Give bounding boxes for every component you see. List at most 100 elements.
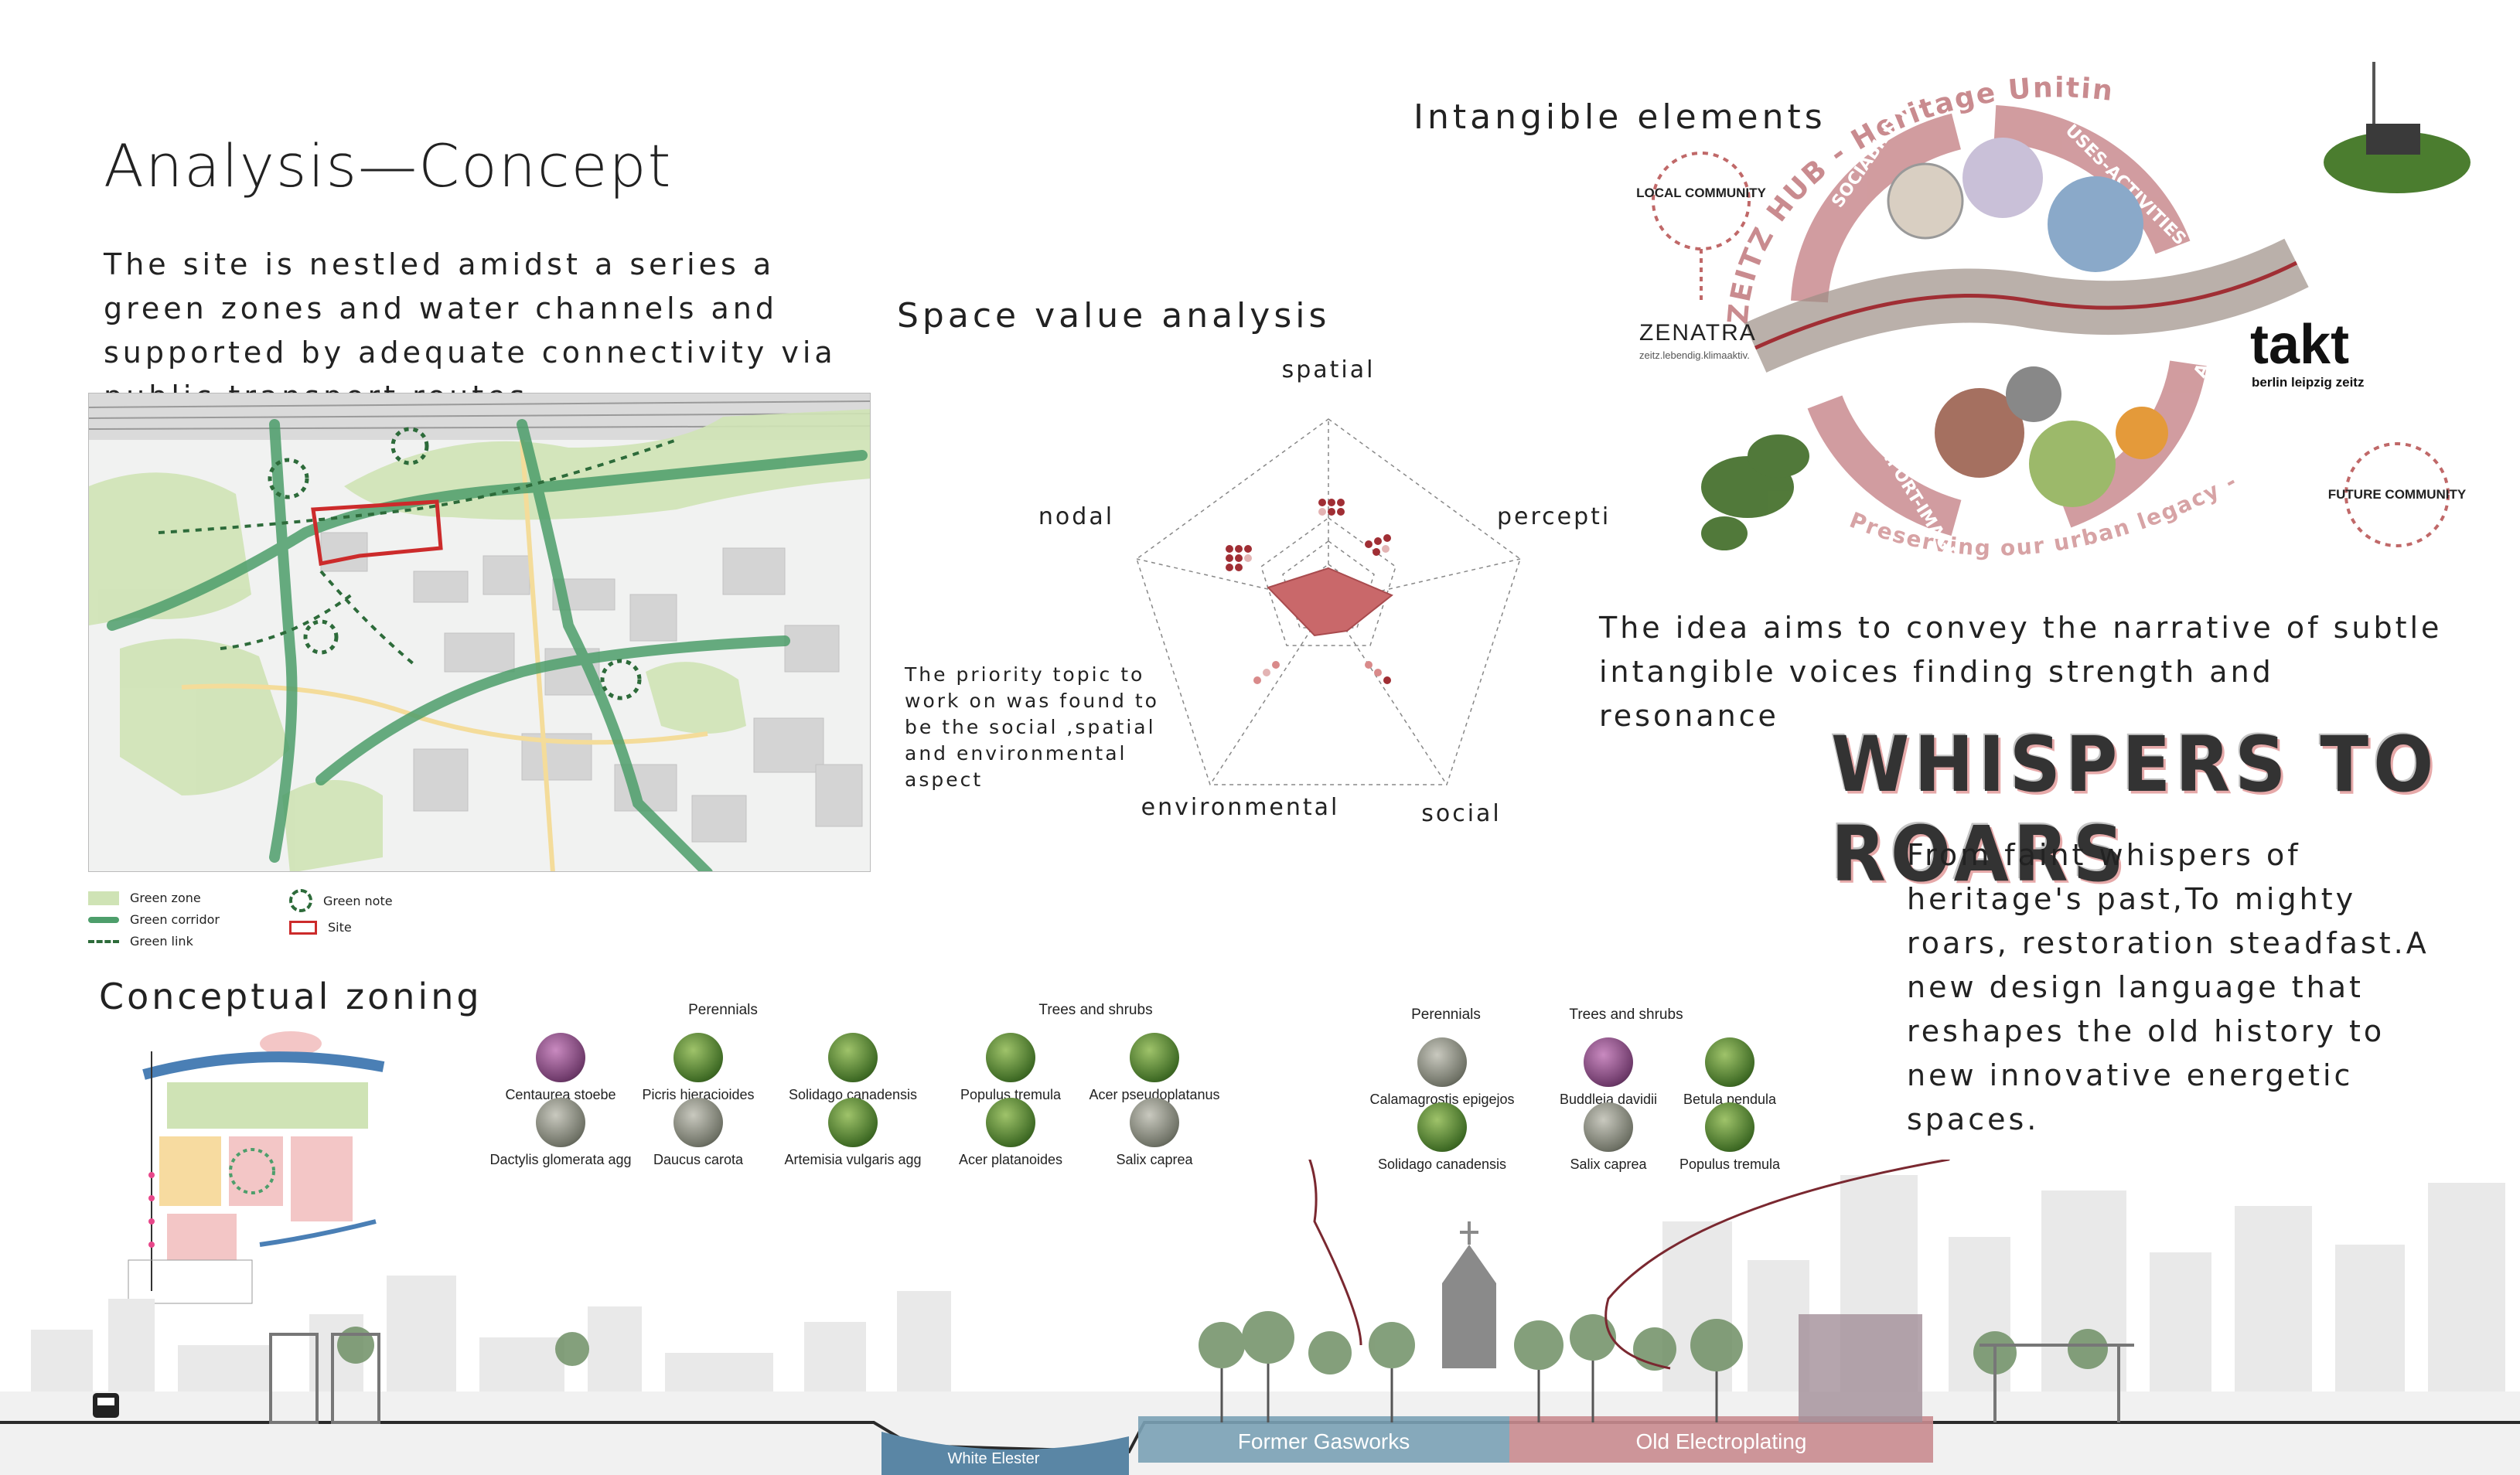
intangible-title: Intangible elements <box>1413 97 1826 137</box>
plant-name: Salix caprea <box>1570 1156 1647 1172</box>
zone-electroplating-label: Old Electroplating <box>1635 1429 1806 1453</box>
plant-photo-icon <box>1584 1037 1633 1087</box>
legend-label: Green zone <box>130 891 201 905</box>
plant-photo-icon <box>1584 1102 1633 1152</box>
poem-paragraph: From faint whispers of heritage's past,T… <box>1907 838 2430 1136</box>
floating-island-icon <box>2324 62 2471 193</box>
plant-item: Acer pseudoplatanus <box>1073 1033 1236 1103</box>
axis-social: social <box>1421 800 1502 827</box>
map-legend: Green zone Green corridor Green link Gre… <box>88 889 506 959</box>
zenatra-logo: ZENATRA <box>1639 320 1757 346</box>
axis-nodal: nodal <box>1038 503 1114 530</box>
local-community-badge: LOCAL COMMUNITY <box>1636 186 1766 200</box>
intro-paragraph: The site is nestled amidst a series a gr… <box>104 247 837 414</box>
zoning-drawing <box>128 1031 385 1304</box>
plant-name: Acer platanoides <box>958 1152 1063 1167</box>
plant-palette-left: Perennials Trees and shrubs Centaurea st… <box>479 1002 1253 1172</box>
link-swatch <box>88 939 119 943</box>
legend-green-note: Green note <box>289 889 393 912</box>
plant-name: Solidago canadensis <box>788 1087 918 1102</box>
site-section: White Elester Former Gasworks Old Electr… <box>0 1065 2520 1475</box>
perennials-label: Perennials <box>688 1002 758 1018</box>
plant-photo-icon <box>986 1033 1035 1082</box>
green-zone-swatch <box>88 891 119 905</box>
plant-item: Populus tremula <box>929 1033 1092 1103</box>
plant-item: Betula pendula <box>1649 1037 1811 1108</box>
plant-name: Centaurea stoebe <box>505 1087 616 1102</box>
tram-icon <box>93 1393 119 1418</box>
legend-green-link: Green link <box>88 934 193 949</box>
page-title: Analysis—Concept <box>104 131 673 200</box>
plant-photo-icon <box>986 1098 1035 1147</box>
plant-item: Acer platanoides <box>929 1098 1092 1168</box>
legend-label: Site <box>328 920 352 935</box>
plant-photo-icon <box>673 1033 723 1082</box>
hub-drawing: ZEITZ HUB - Heritage Uniting the Borough… <box>1620 22 2471 564</box>
legend-label: Green link <box>130 934 193 949</box>
plant-name: Populus tremula <box>960 1087 1062 1102</box>
plant-name: Betula pendula <box>1683 1092 1777 1107</box>
plant-item: Picris hieracioides <box>617 1033 779 1103</box>
plant-item: Salix caprea <box>1527 1102 1690 1173</box>
axis-perceptial: perceptial <box>1497 503 1608 530</box>
zeitz-hub-graphic: ZEITZ HUB - Heritage Uniting the Borough… <box>1620 22 2474 603</box>
zoning-title: Conceptual zoning <box>99 976 483 1017</box>
plant-photo-icon <box>1417 1102 1467 1152</box>
plant-photo-icon <box>828 1033 878 1082</box>
site-swatch <box>289 920 317 935</box>
plant-item: Artemisia vulgaris agg <box>772 1098 934 1168</box>
plant-name: Dactylis glomerata agg <box>489 1152 632 1167</box>
legend-site: Site <box>289 920 352 935</box>
plant-photo-icon <box>1130 1033 1179 1082</box>
plant-item: Calamagrostis epigejos <box>1361 1037 1523 1108</box>
legend-label: Green note <box>323 893 393 908</box>
plant-name: Acer pseudoplatanus <box>1089 1087 1220 1102</box>
plant-name: Salix caprea <box>1116 1152 1193 1167</box>
legend-green-zone: Green zone <box>88 891 201 905</box>
future-community-badge: FUTURE COMMUNITY <box>2328 487 2467 502</box>
perennials-label: Perennials <box>1411 1007 1481 1023</box>
plant-photo-icon <box>828 1098 878 1147</box>
river-label: White Elester <box>948 1450 1040 1467</box>
plant-name: Picris hieracioides <box>642 1087 755 1102</box>
note-swatch <box>289 889 312 912</box>
plant-item: Solidago canadensis <box>772 1033 934 1103</box>
plant-palette-right: Perennials Trees and shrubs Calamagrosti… <box>1361 1007 1902 1177</box>
headline: WHISPERS TO ROARS <box>1831 720 2439 899</box>
plant-item: Salix caprea <box>1073 1098 1236 1168</box>
plant-item: Solidago canadensis <box>1361 1102 1523 1173</box>
priority-note: The priority topic to work on was found … <box>905 663 1159 791</box>
plant-name: Daucus carota <box>653 1152 744 1167</box>
plant-photo-icon <box>1705 1037 1754 1087</box>
plant-item: Daucus carota <box>617 1098 779 1168</box>
plant-name: Solidago canadensis <box>1377 1156 1507 1172</box>
plant-photo-icon <box>536 1098 585 1147</box>
plant-name: Artemisia vulgaris agg <box>784 1152 922 1167</box>
plant-item: Dactylis glomerata agg <box>479 1098 642 1168</box>
plant-photo-icon <box>536 1033 585 1082</box>
space-value-title: Space value analysis <box>897 296 1331 336</box>
section-drawing: White Elester Former Gasworks Old Electr… <box>0 1065 2520 1475</box>
takt-tagline: berlin leipzig zeitz <box>2252 375 2364 390</box>
takt-logo: takt <box>2250 314 2349 376</box>
site-map <box>88 393 871 872</box>
foliage-icon <box>1701 434 1809 550</box>
plant-photo-icon <box>1130 1098 1179 1147</box>
zenatra-tagline: zeitz.lebendig.klimaaktiv. <box>1639 349 1750 361</box>
zone-gasworks-label: Former Gasworks <box>1238 1429 1410 1453</box>
plant-photo-icon <box>1705 1102 1754 1152</box>
plant-name: Calamagrostis epigejos <box>1369 1092 1515 1107</box>
site-map-drawing <box>89 393 870 871</box>
axis-environmental: environmental <box>1141 794 1340 821</box>
legend-label: Green corridor <box>130 912 220 927</box>
radar-drawing: spatial perceptial social environmental … <box>1038 356 1634 827</box>
idea-paragraph: The idea aims to convey the narrative of… <box>1599 611 2443 733</box>
plant-photo-icon <box>673 1098 723 1147</box>
trees-label: Trees and shrubs <box>1038 1002 1153 1018</box>
trees-label: Trees and shrubs <box>1569 1007 1683 1023</box>
plant-name: Buddleja davidii <box>1559 1092 1658 1107</box>
plant-name: Populus tremula <box>1679 1156 1781 1172</box>
plant-item: Centaurea stoebe <box>479 1033 642 1103</box>
space-value-radar: spatial perceptial social environmental … <box>1005 332 1634 843</box>
corridor-swatch <box>88 916 119 923</box>
